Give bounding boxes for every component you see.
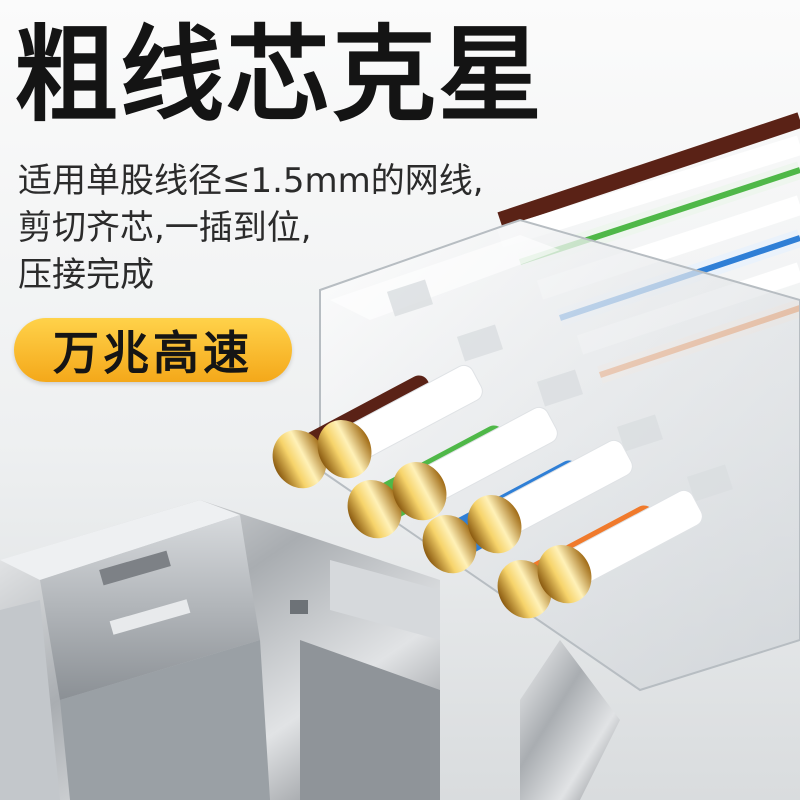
feature-description: 适用单股线径≤1.5mm的网线, 剪切齐芯,一插到位, 压接完成 (18, 158, 538, 299)
headline: 粗线芯克星 (14, 14, 545, 136)
description-line-2: 剪切齐芯,一插到位, (18, 208, 312, 248)
speed-badge: 万兆高速 (14, 318, 292, 382)
description-line-3: 压接完成 (18, 255, 154, 295)
description-line-1: 适用单股线径≤1.5mm的网线, (18, 161, 484, 201)
wire-tips (272, 364, 703, 619)
transparent-plug (319, 218, 800, 692)
shielded-connector (0, 500, 620, 800)
